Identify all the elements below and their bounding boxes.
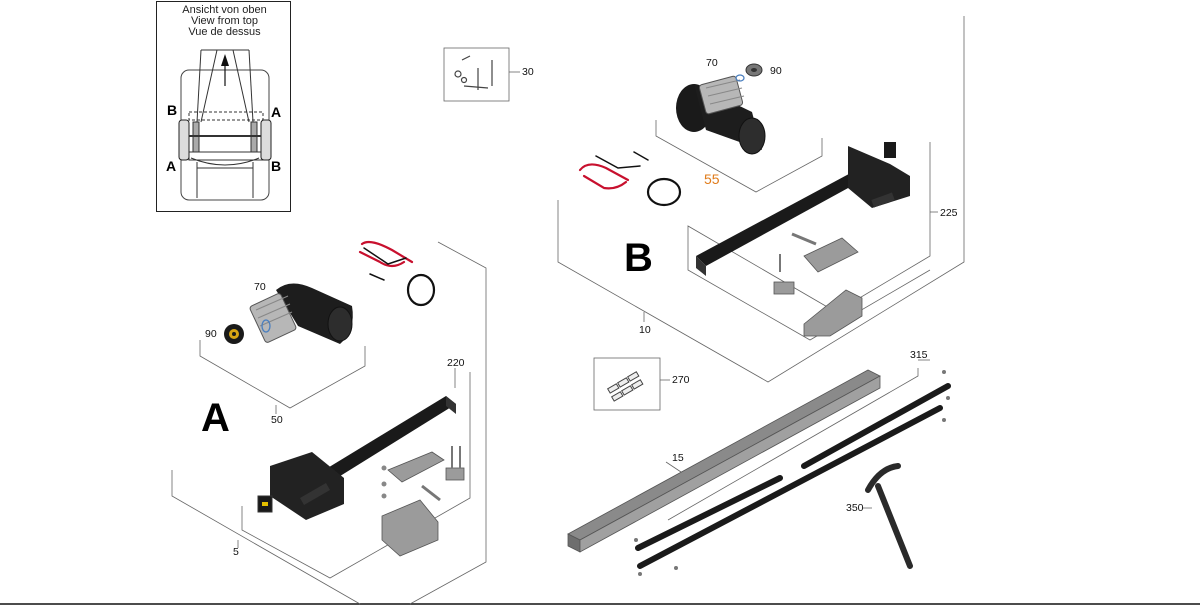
wiring-harness-b [578,151,682,207]
label-350: 350 [846,502,864,514]
direction-arrow-icon [221,54,229,66]
top-view-mark-b-left: B [167,102,178,118]
top-view-title-en: View from top [190,15,259,27]
wiring-harness-a [358,240,436,307]
group-b-outer-frame [557,16,965,383]
frame-50 [199,340,366,409]
top-view-mark-a-right: A [271,104,282,120]
box-30 [443,47,510,102]
label-270: 270 [672,374,690,386]
label-30: 30 [522,66,534,78]
label-15: 15 [672,452,684,464]
label-225: 225 [940,207,958,219]
top-view-title-de: Ansicht von oben [182,4,267,16]
label-220: 220 [447,357,465,369]
hardware-kit-270 [606,371,644,402]
frame-315 [667,368,919,521]
bracket-a [381,446,465,557]
top-view-inset: Ansicht von oben View from top Vue de de… [156,1,291,212]
bracket-b [773,232,863,337]
hardware-kit-30 [454,55,493,90]
label-5: 5 [233,546,239,558]
arm-b [696,142,910,276]
top-view-mark-b-right: B [271,158,282,174]
label-70-b: 70 [706,57,718,69]
label-90-b: 90 [770,65,782,77]
motor-b [676,74,766,155]
label-70-a: 70 [254,281,266,293]
top-view-drawing [178,49,272,201]
motor-a [249,283,353,344]
label-10: 10 [639,324,651,336]
label-50: 50 [271,414,283,426]
top-view-mark-a-left: A [166,158,177,174]
pulley-a [224,324,244,344]
crank-handle-350 [865,463,913,569]
crossbar-15 [567,369,881,553]
group-a-letter: A [201,396,230,440]
pulley-b [745,63,763,77]
label-315: 315 [910,349,928,361]
arm-a [257,396,456,520]
frame-55 [655,120,823,193]
frame-225 [687,142,931,341]
top-view-title-fr: Vue de dessus [188,26,261,38]
group-b-letter: B [624,236,653,280]
label-90-a: 90 [205,328,217,340]
label-55: 55 [704,171,720,187]
frame-220 [241,372,471,579]
box-270 [593,357,661,411]
tube-bars-315 [634,370,951,576]
group-a-outer-frame [409,241,487,605]
